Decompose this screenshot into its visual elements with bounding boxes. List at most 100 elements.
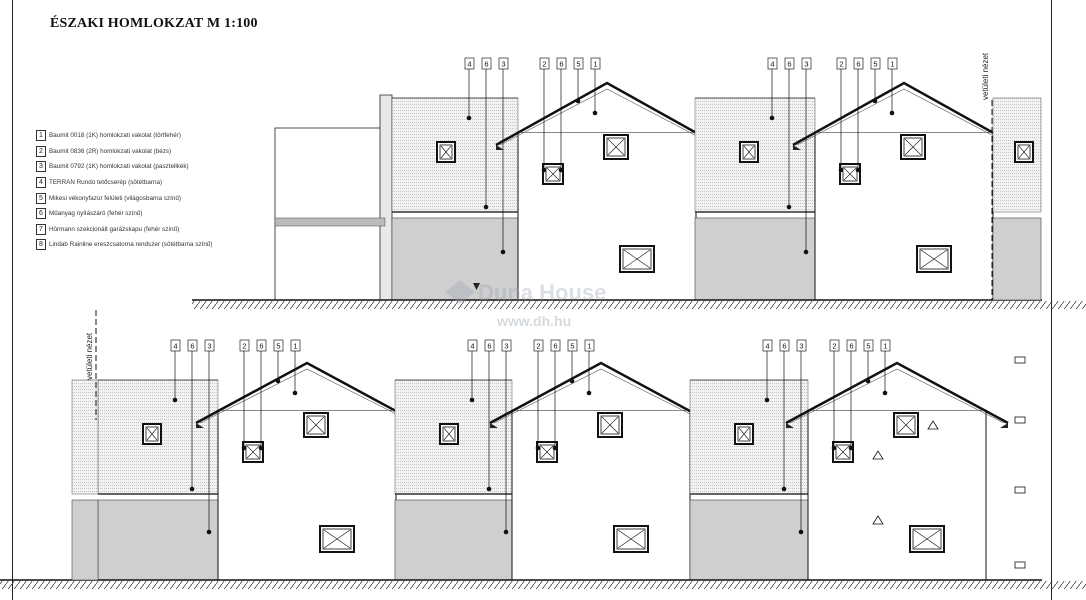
callout-tag: 6 (256, 339, 267, 352)
gable-triangle (218, 363, 396, 410)
gable-roofline-inner (789, 368, 1005, 424)
legend-text: Mikesi vékonyfazúr felületi (világosbarn… (49, 194, 181, 202)
window-opening-line (920, 258, 935, 269)
callout-box (836, 57, 847, 70)
window-opening-line (630, 538, 645, 549)
callout-tag: 3 (498, 57, 509, 70)
window-opening-line (246, 451, 254, 459)
leader-dot (872, 98, 878, 104)
window-opening-line (843, 173, 851, 181)
callout-box (779, 339, 790, 352)
gable-roofline (489, 361, 713, 425)
callout-tag: 5 (863, 339, 874, 352)
gable-wall (217, 409, 397, 581)
callout-tag: 6 (550, 339, 561, 352)
callout-box (256, 339, 267, 352)
callout-box (870, 57, 881, 70)
window-opening-line (601, 424, 611, 434)
window-opening-line (617, 538, 632, 549)
window-opening-line (912, 146, 922, 156)
gable-triangle (512, 363, 690, 410)
callout-number: 2 (536, 342, 540, 351)
gable-triangle (815, 83, 993, 132)
callout-number: 4 (770, 60, 774, 69)
callout-number: 2 (832, 342, 836, 351)
leader-dot (189, 486, 195, 492)
gable-triangle (808, 363, 986, 410)
window-icon (734, 423, 754, 445)
callout-tag: 4 (767, 57, 778, 70)
leader-dot (764, 397, 770, 403)
window-icon (439, 423, 459, 445)
window-icon (832, 441, 854, 463)
garage-wall (97, 499, 219, 581)
page-title: ÉSZAKI HOMLOKZAT M 1:100 (50, 16, 258, 31)
window-opening-line (743, 433, 750, 441)
window-icon (536, 441, 558, 463)
callout-box (880, 339, 891, 352)
window-opening-line (615, 146, 625, 156)
gable-roofline-inner (796, 88, 1012, 146)
callout-box (767, 57, 778, 70)
callout-tag: 4 (464, 57, 475, 70)
window-opening-line (552, 173, 560, 181)
callout-number: 6 (190, 342, 194, 351)
legend-text: Baumit 0018 (1K) homlokzati vakolat (tör… (49, 132, 181, 140)
window-icon (542, 163, 564, 185)
callout-number: 5 (570, 342, 574, 351)
window-icon (436, 141, 456, 163)
callout-box (863, 339, 874, 352)
callout-tag: 3 (796, 339, 807, 352)
wall-light-icon (1014, 356, 1026, 364)
callout-tag: 4 (170, 339, 181, 352)
callout-number: 2 (242, 342, 246, 351)
gable-roofline-inner (499, 88, 715, 146)
leader-dot (882, 390, 888, 396)
callout-number: 2 (839, 60, 843, 69)
leader-dot (172, 397, 178, 403)
callout-box (796, 339, 807, 352)
window-opening-line (842, 451, 850, 459)
window-opening-line (151, 433, 158, 441)
window-opening-line (609, 424, 619, 434)
leader-dot (803, 249, 809, 255)
callout-tag: 2 (533, 339, 544, 352)
eave-return (490, 423, 498, 428)
leader-dot (586, 390, 592, 396)
callout-tag: 1 (584, 339, 595, 352)
window-icon (893, 412, 919, 438)
window-opening-line (443, 433, 450, 441)
gable-wall (807, 409, 987, 581)
legend-number: 1 (36, 130, 46, 142)
callout-number: 1 (593, 60, 597, 69)
gable-roofline (195, 361, 419, 425)
callout-box (853, 57, 864, 70)
window-opening-line (315, 424, 325, 434)
legend-number: 2 (36, 145, 46, 157)
window-icon (303, 412, 329, 438)
wall-light-icon (872, 450, 884, 460)
callout-number: 1 (883, 342, 887, 351)
eave-return (786, 423, 794, 428)
callout-number: 6 (782, 342, 786, 351)
gable-triangle (518, 83, 696, 132)
roof-band (71, 379, 99, 495)
window-icon (619, 245, 655, 273)
leader-dot (855, 167, 861, 173)
garage-wall (992, 217, 1042, 301)
window-opening-line (540, 451, 548, 459)
wall-light-icon (1014, 416, 1026, 424)
callout-tag: 6 (846, 339, 857, 352)
window-opening-line (623, 258, 638, 269)
legend-text: Baumit 0836 (2R) homlokzati vakolat (béz… (49, 147, 172, 155)
callout-tag: 2 (239, 339, 250, 352)
callout-tag: 6 (779, 339, 790, 352)
building-bay (391, 81, 719, 301)
callout-number: 4 (765, 342, 769, 351)
callout-number: 6 (259, 342, 263, 351)
leader-dot (483, 204, 489, 210)
